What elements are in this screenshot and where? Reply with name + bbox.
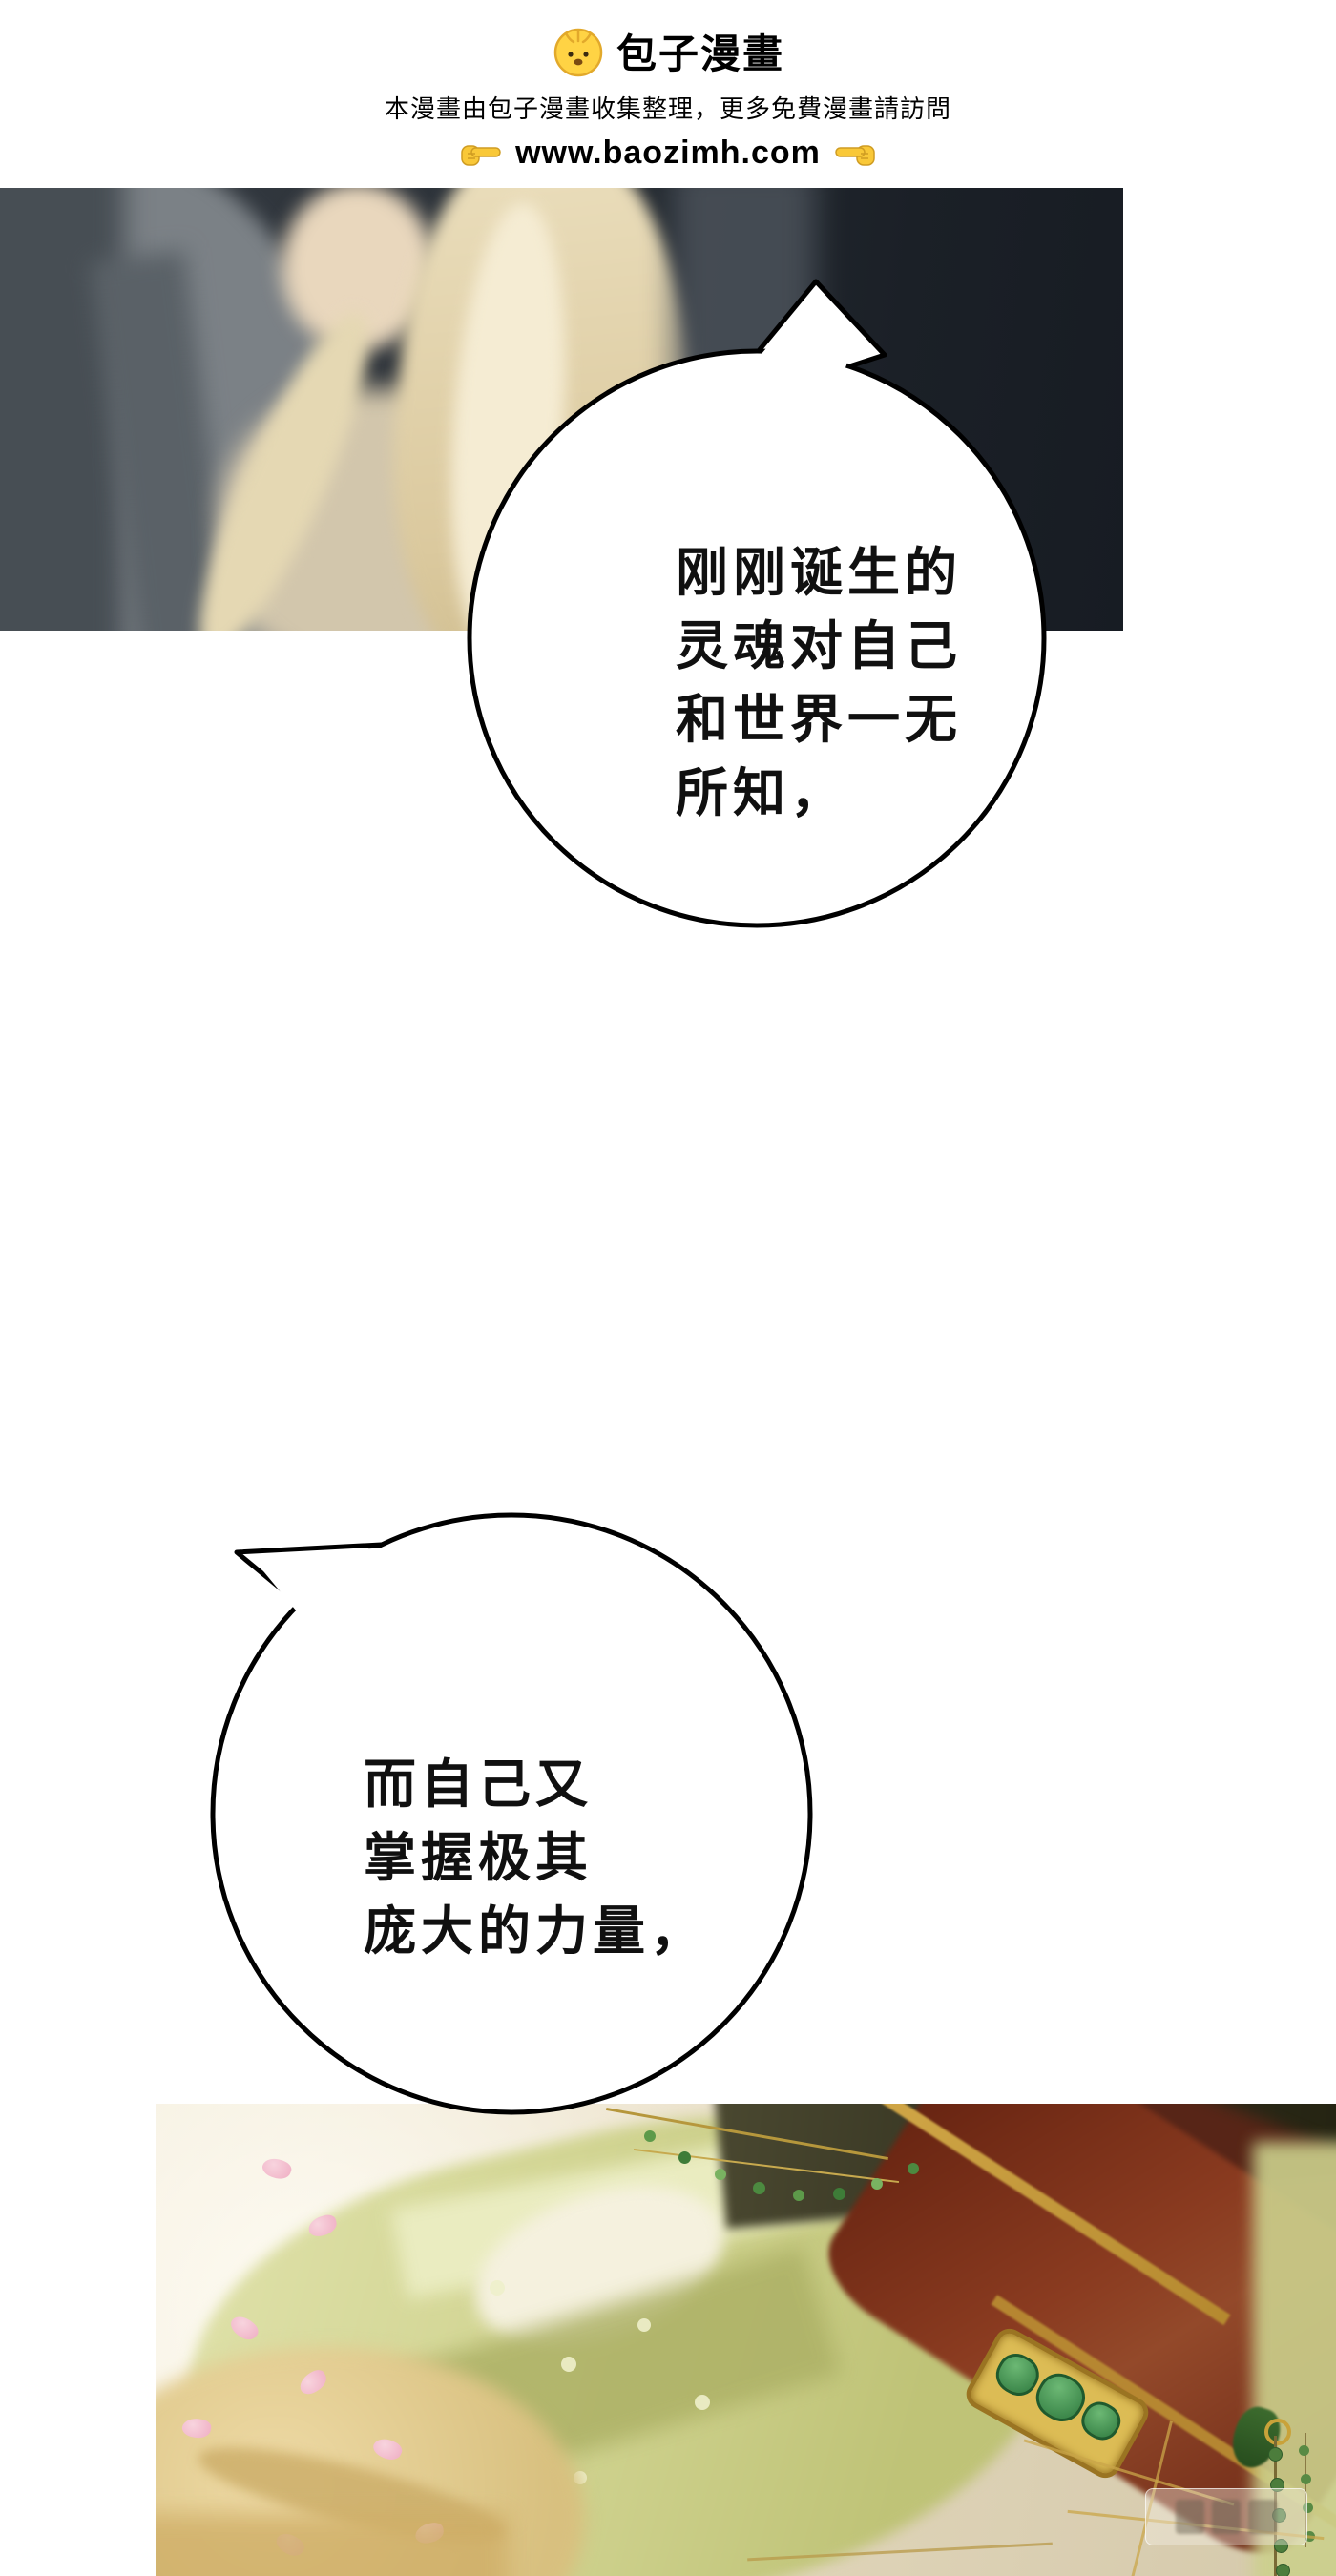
bubble-line: 而自己又 — [364, 1755, 594, 1814]
jade-bead — [793, 2190, 804, 2201]
speech-bubble-2-text: 而自己又 掌握极其 庞大的力量， — [364, 1748, 707, 1968]
bubble-line: 刚刚诞生的 — [676, 543, 963, 602]
site-notice: 本漫畫由包子漫畫收集整理，更多免費漫畫請訪問 — [384, 94, 951, 123]
jade-bead — [871, 2178, 883, 2190]
jade-bead — [644, 2130, 656, 2142]
jade-bead — [715, 2169, 726, 2180]
tassel-bead — [1303, 2503, 1313, 2513]
bubble-2-tail — [234, 1541, 402, 1632]
watermark-badge — [1145, 2488, 1307, 2545]
tassel-bead — [1276, 2564, 1290, 2576]
speech-bubble-1-text: 刚刚诞生的 灵魂对自己 和世界一无 所知， — [676, 536, 962, 830]
tassel-bead — [1268, 2447, 1283, 2462]
tassel-bead — [1301, 2474, 1311, 2484]
bubble-line: 和世界一无 — [676, 690, 963, 749]
tassel-bead — [1299, 2445, 1309, 2456]
jade-bead — [908, 2163, 919, 2174]
site-url-row: www.baozimh.com — [0, 135, 1336, 172]
tassel-bead — [1274, 2539, 1288, 2553]
bubble-2-tail-join — [250, 1548, 410, 1633]
tassel-bead — [1272, 2508, 1286, 2523]
watermark-glyph — [1248, 2500, 1277, 2534]
site-url[interactable]: www.baozimh.com — [515, 135, 821, 171]
bubble-line: 所知， — [676, 763, 848, 822]
jade-bead — [678, 2151, 691, 2164]
comic-panel-bottom — [156, 2104, 1336, 2576]
site-title: 包子漫畫 — [616, 31, 784, 76]
jade-bead — [753, 2182, 765, 2194]
watermark-glyph — [1176, 2500, 1204, 2534]
bubble-line: 掌握极其 — [364, 1828, 594, 1887]
pointing-left-hand-icon — [835, 144, 875, 166]
watermark-glyph — [1212, 2500, 1241, 2534]
bubble-line: 灵魂对自己 — [676, 616, 963, 675]
bubble-line: 庞大的力量， — [364, 1901, 708, 1961]
baozi-logo-icon — [553, 28, 603, 77]
pointing-right-hand-icon — [461, 144, 501, 166]
brand-row: 包子漫畫 — [0, 23, 1336, 78]
jade-bead — [833, 2188, 845, 2200]
site-header: 包子漫畫 本漫畫由包子漫畫收集整理，更多免費漫畫請訪問 www.baozimh.… — [0, 0, 1336, 172]
